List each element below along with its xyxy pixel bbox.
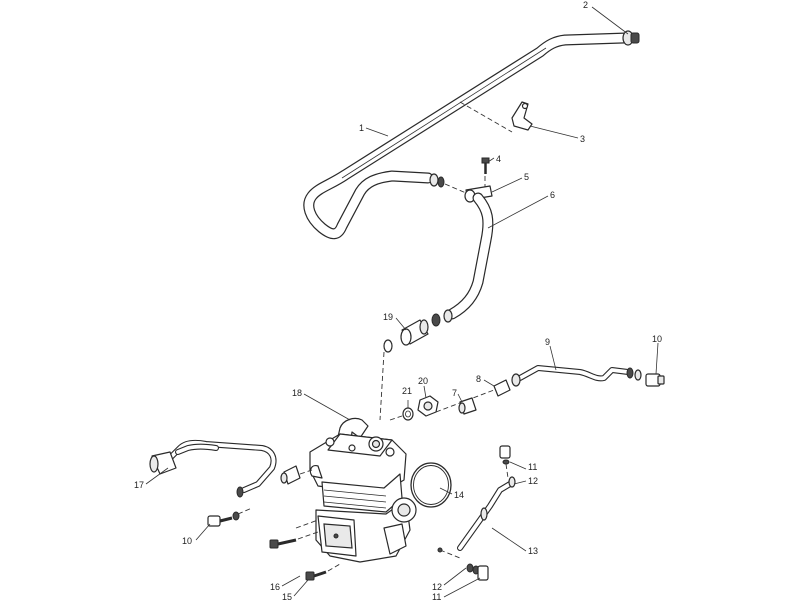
washer-21 — [402, 407, 414, 421]
callout-10-right: 10 — [652, 334, 662, 344]
callout-20: 20 — [418, 376, 428, 386]
callout-11-top: 11 — [528, 462, 537, 472]
callout-8: 8 — [476, 374, 481, 384]
callout-12-top: 12 — [528, 476, 538, 486]
callout-15: 15 — [282, 592, 292, 600]
callout-7: 7 — [452, 388, 457, 398]
fitting-11-top — [499, 445, 511, 465]
fitting-8 — [493, 379, 511, 397]
fitting-left-compressor — [280, 465, 301, 485]
callout-17: 17 — [134, 480, 144, 490]
tube-bracket — [511, 101, 533, 131]
callout-14: 14 — [454, 490, 464, 500]
callout-9: 9 — [545, 337, 550, 347]
callout-11-bottom: 11 — [432, 592, 441, 600]
hose-clamp-top — [622, 30, 640, 46]
callout-1: 1 — [359, 123, 364, 133]
leader-lines — [145, 6, 659, 598]
hose-clamp-mid — [429, 173, 445, 188]
callout-3: 3 — [580, 134, 585, 144]
bolt-10-left — [207, 511, 240, 527]
callout-13: 13 — [528, 546, 538, 556]
callout-21: 21 — [402, 386, 412, 396]
callout-5: 5 — [524, 172, 529, 182]
fitting-7 — [458, 397, 477, 415]
small-pipe — [457, 476, 516, 551]
bolt-16 — [269, 538, 297, 549]
right-pipe — [511, 365, 642, 387]
coupling-sleeve — [400, 319, 429, 346]
callout-6: 6 — [550, 190, 555, 200]
upper-air-tube — [303, 32, 631, 240]
left-pipe — [149, 439, 277, 498]
fitting-11-bottom — [466, 563, 489, 581]
callout-18: 18 — [292, 388, 302, 398]
hose-clamp-lower — [431, 309, 453, 327]
nut-20 — [417, 395, 439, 417]
bolt-4 — [481, 157, 490, 174]
callout-2: 2 — [583, 0, 588, 10]
discharge-pipe — [446, 192, 494, 320]
fitting-10-right — [645, 373, 665, 387]
hose-clamp-small — [383, 339, 393, 353]
callout-19: 19 — [383, 312, 393, 322]
air-compressor — [309, 417, 417, 563]
callout-16: 16 — [270, 582, 280, 592]
o-ring — [410, 462, 452, 508]
callout-4: 4 — [496, 154, 501, 164]
callout-10-left: 10 — [182, 536, 192, 546]
bolt-15 — [305, 570, 327, 581]
callout-12-bottom: 12 — [432, 582, 442, 592]
